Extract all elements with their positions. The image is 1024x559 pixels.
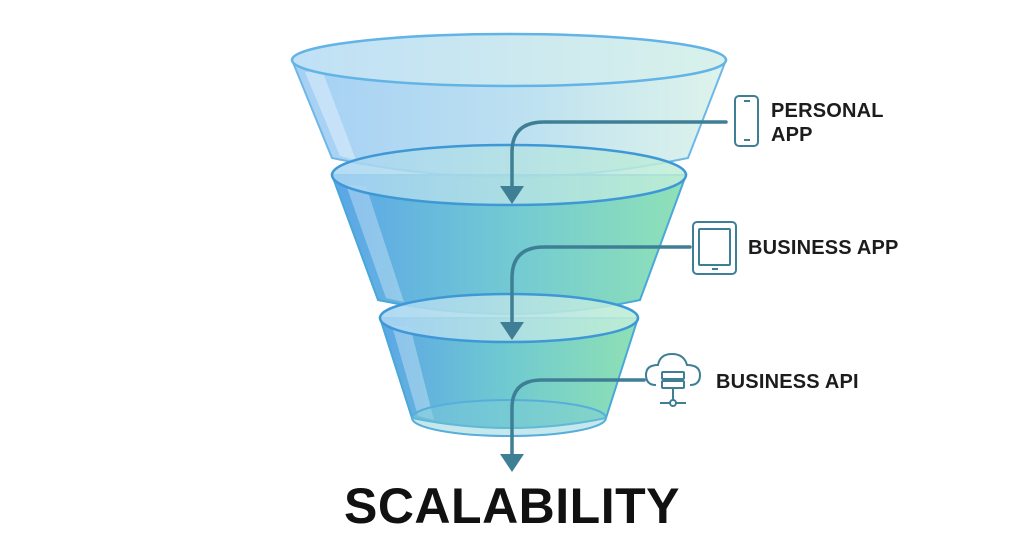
- flow-arrows: [510, 120, 728, 458]
- arrowhead-1: [500, 186, 524, 204]
- diagram-title: SCALABILITY: [343, 478, 681, 534]
- tablet-icon: [692, 221, 737, 275]
- arrow-business-app: [510, 245, 692, 326]
- label-business-api: BUSINESS API: [716, 371, 859, 393]
- funnel-top-section: [290, 32, 728, 178]
- arrow-personal-app: [510, 120, 728, 190]
- funnel-middle-section: [330, 143, 688, 315]
- label-business-app: BUSINESS APP: [748, 237, 899, 259]
- smartphone-icon: [734, 95, 759, 147]
- arrow-heads: [500, 186, 524, 472]
- cloud-server-icon: [644, 352, 702, 407]
- arrow-business-api: [510, 378, 646, 458]
- arrowhead-3: [500, 454, 524, 472]
- funnel-bottom-section: [378, 292, 640, 437]
- arrowhead-2: [500, 322, 524, 340]
- label-personal-app: PERSONAL APP: [771, 100, 884, 146]
